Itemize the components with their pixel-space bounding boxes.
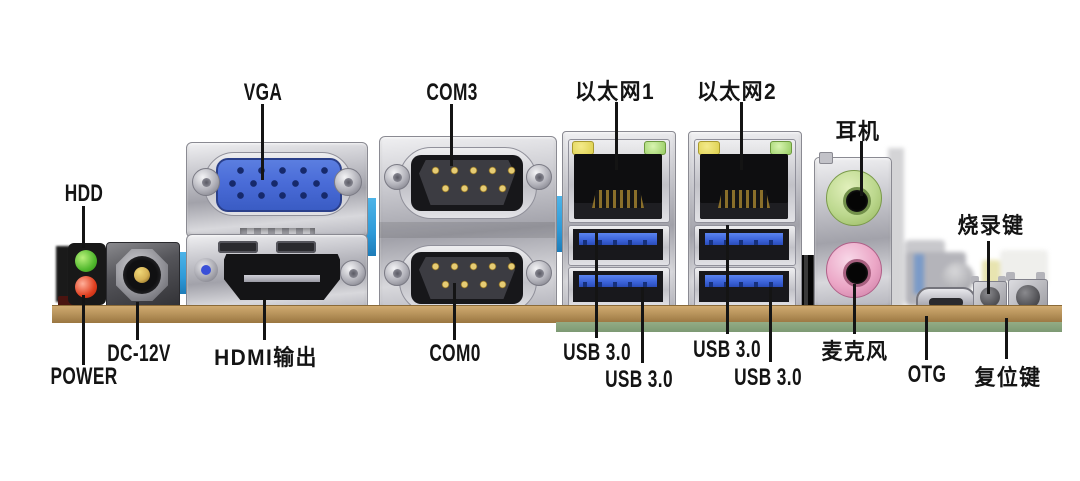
com3-screw-post [526, 164, 552, 190]
label-usb3-1: USB 3.0 [563, 339, 631, 366]
com3-screw-post [384, 164, 410, 190]
leader-usb3 [726, 225, 729, 334]
usb-pins [709, 240, 779, 245]
screw-blue-dot [201, 265, 211, 275]
ethernet1-port [574, 154, 662, 219]
label-ethernet1: 以太网1 [574, 79, 656, 104]
lan-led-yellow [698, 141, 720, 155]
com3-pin-row [436, 184, 512, 193]
com0-pin-row [426, 262, 521, 271]
vga-screw-post [334, 168, 362, 196]
button-leg [971, 276, 979, 284]
mic-jack-hole [843, 259, 871, 287]
leader-reset [1005, 318, 1008, 359]
label-usb3-2: USB 3.0 [605, 366, 673, 393]
usb-c-slot [929, 298, 963, 307]
lan-led-green [644, 141, 666, 155]
leader-dc12v [136, 302, 139, 340]
usb-pins [709, 282, 779, 287]
com0-screw-post [526, 260, 552, 286]
ethernet2-port [700, 154, 788, 219]
leader-usb1 [595, 232, 598, 338]
leader-usb4 [769, 287, 772, 362]
screw [340, 260, 366, 286]
button-leg [998, 276, 1006, 284]
leader-vga [261, 104, 264, 180]
lan-led-green [770, 141, 792, 155]
label-hdd: HDD [64, 180, 104, 207]
label-headphone: 耳机 [835, 119, 881, 144]
leader-usb2 [641, 287, 644, 363]
lan-usb-stack-1 [562, 131, 676, 310]
capacitor [914, 254, 924, 294]
usb3-port-3 [699, 229, 789, 260]
label-dc12v: DC-12V [107, 340, 171, 367]
label-vga: VGA [243, 79, 283, 106]
leader-ethernet1 [615, 102, 618, 170]
hdmi-tongue [244, 275, 320, 282]
bracket-tab [819, 152, 833, 164]
usb3-port-2 [573, 271, 663, 302]
leader-ethernet2 [740, 102, 743, 170]
button-leg [1036, 272, 1045, 281]
label-usb3-3: USB 3.0 [693, 336, 761, 363]
capacitor [888, 148, 904, 308]
vent-slot [276, 241, 316, 253]
vga-screw-post [192, 168, 220, 196]
com3-pin-row [426, 166, 521, 175]
label-mic: 麦克风 [821, 339, 889, 364]
leader-mic [853, 284, 856, 334]
usb3-port-4 [699, 271, 789, 302]
dc-jack [106, 242, 180, 310]
lan-led-yellow [572, 141, 594, 155]
headphone-jack-hole [843, 187, 871, 215]
usb3-port-1 [573, 229, 663, 260]
label-hdmi-out: HDMI输出 [214, 345, 318, 370]
lan-usb-stack-2 [688, 131, 802, 310]
leader-headphone [860, 141, 863, 196]
label-com3: COM3 [426, 79, 478, 106]
led-module [68, 243, 106, 305]
vga-pin-row [230, 166, 330, 175]
com0-screw-post [384, 260, 410, 286]
button-leg [1006, 272, 1015, 281]
com0-pin-row [436, 280, 512, 289]
label-usb3-4: USB 3.0 [734, 364, 802, 391]
label-burn-key: 烧录键 [957, 213, 1025, 238]
burn-button-cap [980, 287, 1000, 307]
power-led [75, 276, 97, 298]
label-otg: OTG [907, 361, 947, 388]
leader-power [82, 295, 85, 365]
usb-pins [583, 282, 653, 287]
vga-pin-row [222, 179, 327, 188]
vent-slot [218, 241, 258, 253]
com-bracket-seam [379, 222, 555, 238]
label-ethernet2: 以太网2 [696, 79, 778, 104]
label-power: POWER [50, 363, 118, 390]
leader-com3 [450, 104, 453, 166]
pcb-edge-green [556, 322, 1062, 332]
hdd-led [75, 250, 97, 272]
headphone-jack [826, 170, 882, 226]
leader-otg [925, 316, 928, 360]
label-com0: COM0 [429, 340, 481, 367]
label-reset-key: 复位键 [974, 365, 1042, 390]
pcb-edge [52, 305, 1062, 323]
usb-pins [583, 240, 653, 245]
vga-pin-row [230, 191, 330, 200]
leader-hdmi [263, 298, 266, 340]
leader-com0 [453, 283, 456, 340]
rj45-contacts [592, 190, 644, 208]
rj45-contacts [718, 190, 770, 208]
leader-hdd [82, 206, 85, 248]
dc-jack-pin [134, 267, 150, 283]
shadow [56, 246, 70, 302]
screw-blue [194, 258, 218, 282]
leader-burn [987, 241, 990, 294]
